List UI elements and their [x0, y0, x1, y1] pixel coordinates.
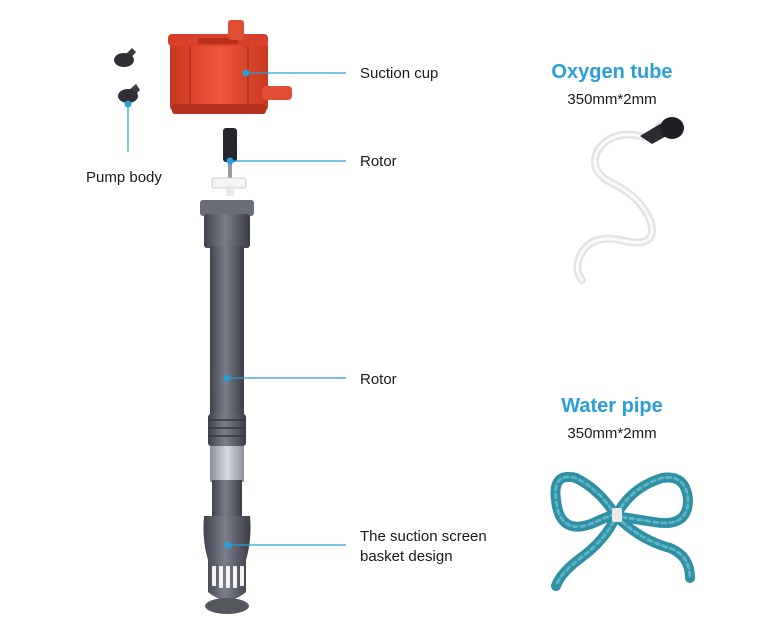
leader-rotor-mid: [223, 374, 346, 382]
rotor-image: [211, 128, 247, 196]
leader-pump-body: [124, 100, 132, 152]
oxygen-tube-spec: 350mm*2mm: [567, 91, 657, 108]
oxygen-tube-title: Oxygen tube: [551, 61, 673, 83]
water-pipe-spec: 350mm*2mm: [567, 425, 657, 442]
water-pipe-title: Water pipe: [561, 395, 663, 417]
label-suction-screen: The suction screen basket design: [360, 527, 487, 567]
suction-cup-bottom: [118, 84, 140, 103]
leader-suction-cup: [242, 69, 346, 77]
water-pipe-image: [550, 472, 695, 591]
pump-pipe-image: [200, 200, 254, 614]
pump-body-image: [168, 20, 292, 114]
label-pump-body: Pump body: [86, 169, 162, 186]
label-rotor-top: Rotor: [360, 153, 397, 170]
label-suction-screen-line1: The suction screen: [360, 528, 487, 545]
label-rotor-mid: Rotor: [360, 371, 397, 388]
leader-suction-screen: [224, 541, 346, 549]
label-suction-screen-line2: basket design: [360, 548, 453, 565]
label-suction-cup: Suction cup: [360, 65, 439, 82]
oxygen-tube-image: [573, 117, 684, 284]
leader-rotor-top: [226, 157, 346, 165]
suction-cup-top: [114, 48, 136, 67]
